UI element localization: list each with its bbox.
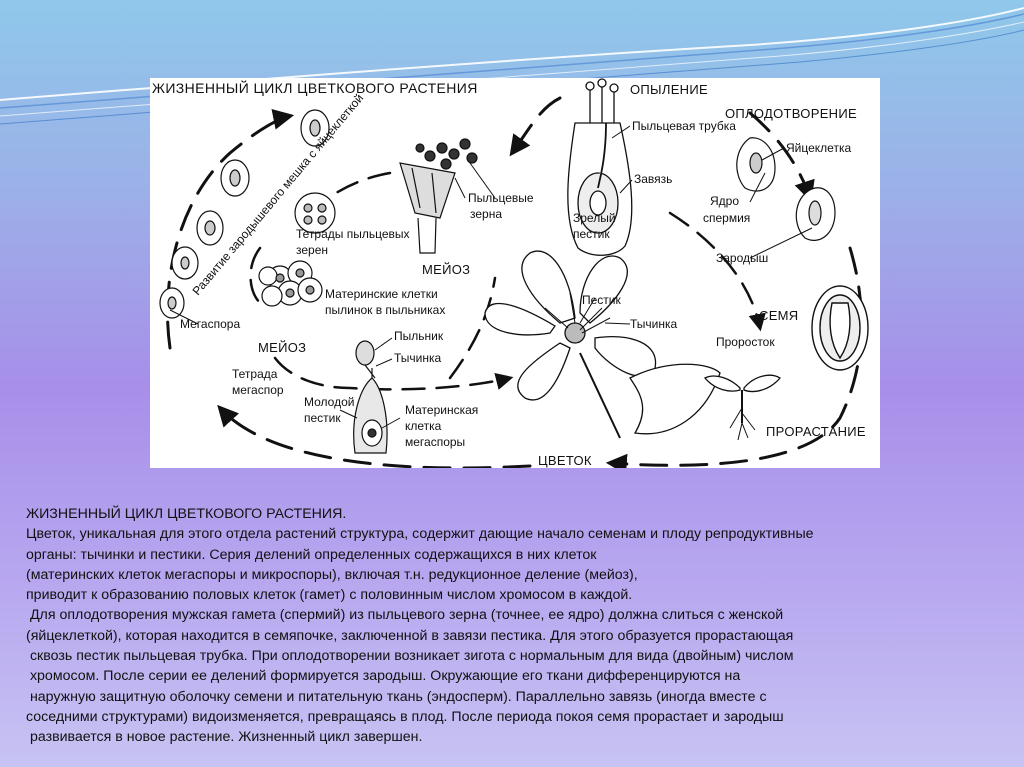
label-mature-pistil-2: пестик — [573, 227, 610, 241]
label-mature-pistil-1: Зрелый — [573, 211, 616, 225]
text-line: (материнских клеток мегаспоры и микроспо… — [26, 566, 638, 583]
inner-cycle-arrows — [249, 171, 766, 391]
text-line: ЖИЗНЕННЫЙ ЦИКЛ ЦВЕТКОВОГО РАСТЕНИЯ. — [26, 506, 347, 522]
pollination-pistil-drawing — [567, 78, 633, 256]
text-line: сквозь пестик пыльцевая трубка. При опло… — [26, 648, 794, 665]
text-line: наружную защитную оболочку семени и пита… — [26, 688, 767, 705]
label-stamen-left: Тычинка — [394, 351, 442, 365]
label-stamen-top: Тычинка — [630, 317, 678, 331]
label-young-pistil-1: Молодой — [304, 395, 354, 409]
text-line: приводит к образованию половых клеток (г… — [26, 587, 633, 604]
leader-lines — [169, 125, 813, 429]
young-pistil-drawing — [353, 340, 388, 454]
text-line: Для оплодотворения мужская гамета (сперм… — [26, 607, 784, 624]
label-pollen-tetrads-1: Тетрады пыльцевых — [296, 227, 410, 241]
label-pollen-tetrads-2: зерен — [296, 243, 328, 257]
label-ovary: Завязь — [634, 172, 672, 186]
mother-cells-drawing — [258, 260, 323, 307]
label-pollination: ОПЫЛЕНИЕ — [630, 82, 708, 97]
text-line: (яйцеклеткой), которая находится в семяп… — [26, 627, 794, 644]
pollen-tetrad-drawing — [294, 192, 336, 234]
label-megaspore-tetrad-1: Тетрада — [232, 367, 278, 381]
label-megaspore-mother-3: мегаспоры — [405, 435, 465, 449]
label-pollen-grains-2: зерна — [470, 207, 502, 221]
text-line: развивается в новое растение. Жизненный … — [26, 729, 423, 746]
label-pollen-grains-1: Пыльцевые — [468, 191, 534, 205]
label-anther: Пыльник — [394, 329, 444, 343]
text-line: соседними структурами) видоизменяется, п… — [26, 708, 784, 725]
anther-pollen-drawing — [399, 138, 478, 254]
label-sperm-nucleus-1: Ядро — [710, 194, 739, 208]
life-cycle-diagram: ЖИЗНЕННЫЙ ЦИКЛ ЦВЕТКОВОГО РАСТЕНИЯ ОПЫЛЕ… — [150, 78, 880, 468]
label-mother-cells-1: Материнские клетки — [325, 287, 438, 301]
text-line: органы: тычинки и пестики. Серия делений… — [26, 546, 597, 563]
flower-drawing — [484, 250, 721, 439]
label-meiosis-left: МЕЙОЗ — [258, 340, 306, 355]
label-flower: ЦВЕТОК — [538, 453, 592, 468]
label-egg-cell: Яйцеклетка — [786, 141, 851, 155]
label-sperm-nucleus-2: спермия — [703, 211, 750, 225]
fertilization-ovule-drawings — [736, 137, 836, 241]
label-megaspore: Мегаспора — [180, 317, 240, 331]
label-fertilization: ОПЛОДОТВОРЕНИЕ — [725, 106, 857, 121]
label-young-pistil-2: пестик — [304, 411, 341, 425]
label-megaspore-tetrad-2: мегаспор — [232, 383, 284, 397]
seed-drawing — [811, 285, 869, 371]
text-line: хромосом. После серии ее делений формиру… — [26, 668, 741, 685]
label-germination: ПРОРАСТАНИЕ — [766, 424, 866, 439]
text-line: Цветок, уникальная для этого отдела раст… — [26, 526, 814, 543]
ovule-drawings — [159, 109, 330, 319]
label-seed: СЕМЯ — [759, 308, 798, 323]
label-pollen-tube: Пыльцевая трубка — [632, 119, 736, 133]
label-megaspore-mother-2: клетка — [405, 419, 442, 433]
sprout-drawing — [703, 374, 781, 441]
label-meiosis-top: МЕЙОЗ — [422, 262, 470, 277]
diagram-title: ЖИЗНЕННЫЙ ЦИКЛ ЦВЕТКОВОГО РАСТЕНИЯ — [152, 79, 478, 96]
label-embryo: Зародыш — [716, 251, 768, 265]
label-pistil: Пестик — [582, 293, 621, 307]
label-mother-cells-2: пылинок в пыльниках — [325, 303, 445, 317]
label-megaspore-mother-1: Материнская — [405, 403, 478, 417]
label-sprout: Проросток — [716, 335, 775, 349]
description-text: ЖИЗНЕННЫЙ ЦИКЛ ЦВЕТКОВОГО РАСТЕНИЯ. Цвет… — [26, 504, 1006, 748]
